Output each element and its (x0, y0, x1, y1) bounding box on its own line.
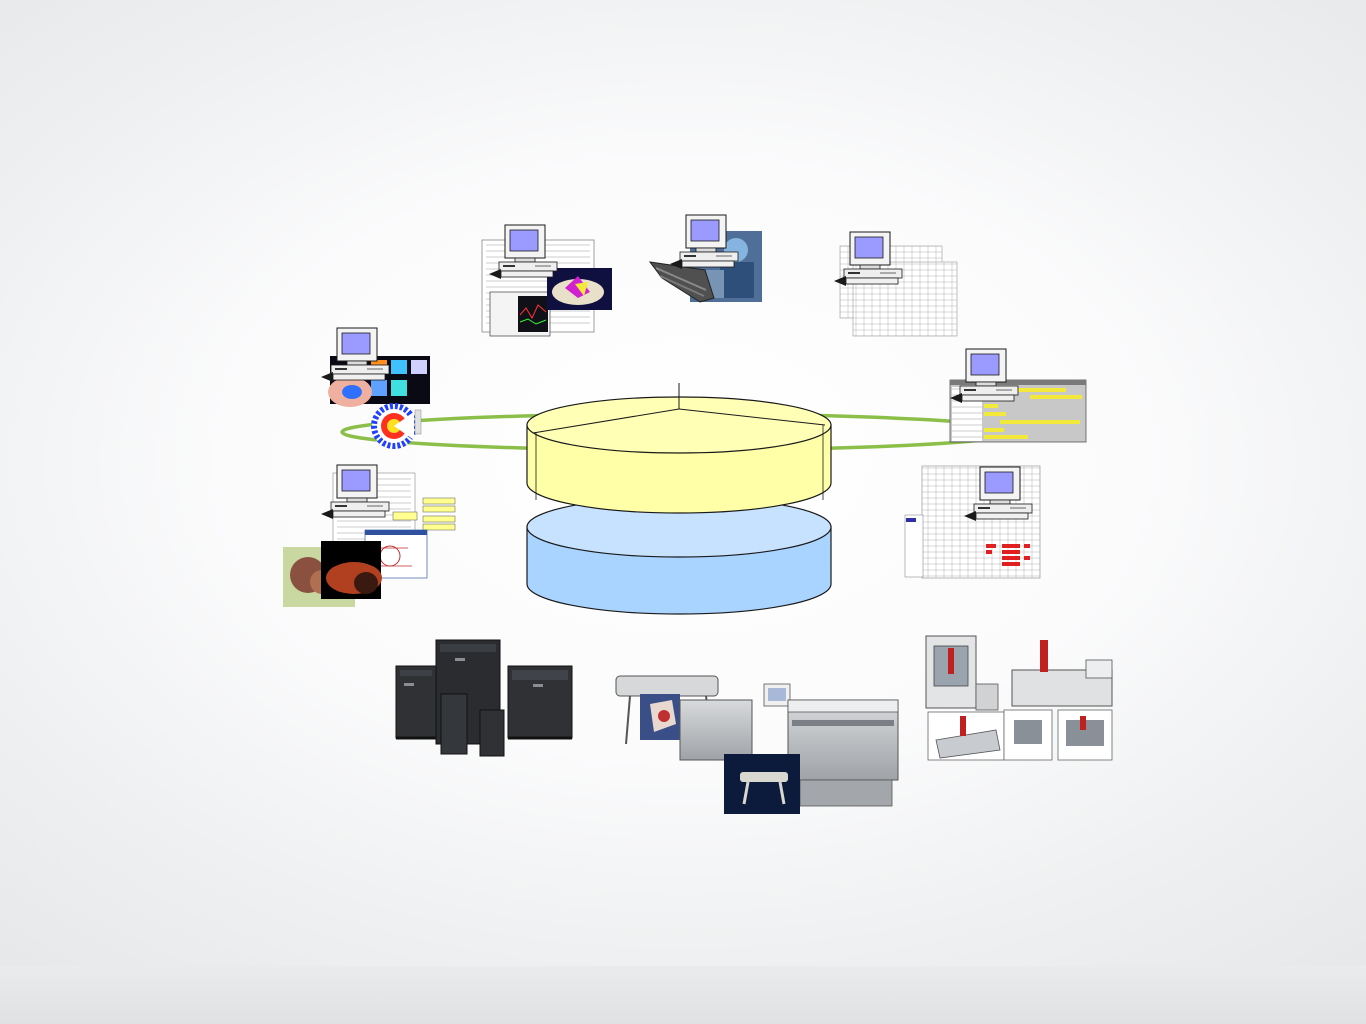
workstation-reports[interactable] (904, 465, 1041, 579)
archive-storage-icon (526, 496, 832, 615)
pipeline-photo-icon (283, 541, 382, 607)
3d-model-icon (547, 268, 612, 310)
fea-model-icon (371, 403, 422, 449)
workstation-cad-documents[interactable] (481, 224, 612, 337)
workstation-pipeline[interactable] (283, 464, 456, 607)
cnc-machines-icon (925, 635, 1113, 761)
plotter-scanner-icon (615, 675, 899, 814)
footer-band (0, 966, 1366, 1024)
3d-part-icon (328, 356, 430, 407)
workstation-icon (320, 327, 390, 383)
workstation-operator[interactable] (648, 214, 762, 303)
workstation-simulation[interactable] (320, 327, 430, 449)
server-cabinets-icon (395, 639, 573, 757)
machine-part-icon (648, 261, 715, 303)
chart-window-icon (489, 291, 551, 337)
shared-database-icon (526, 383, 832, 514)
workstation-tables[interactable] (833, 231, 958, 337)
workstation-icon (949, 348, 1019, 404)
workstation-schedule[interactable] (949, 348, 1087, 443)
